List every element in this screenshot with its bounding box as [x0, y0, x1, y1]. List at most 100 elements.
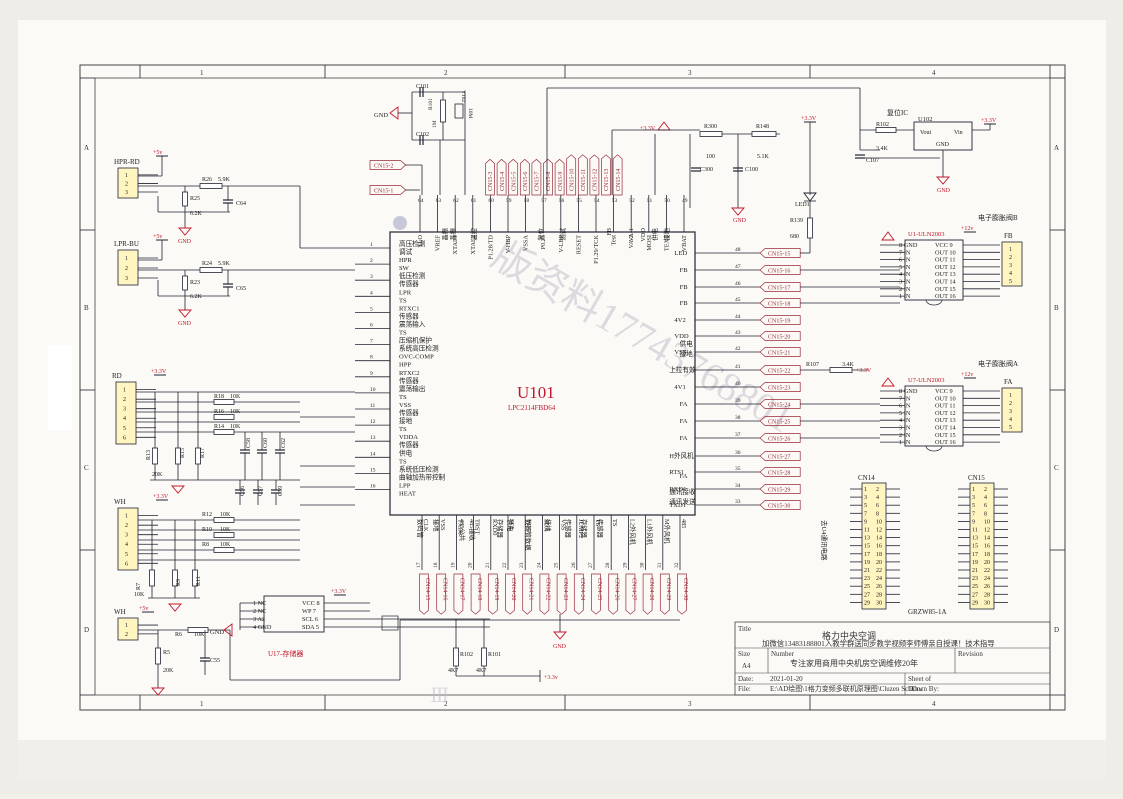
net-cn14-18	[470, 573, 481, 615]
pin-label: FB	[680, 284, 689, 291]
net-cn15-27-text: CN15-27	[768, 454, 790, 460]
pin-number: 20	[468, 562, 474, 568]
c59-label: C59	[278, 486, 284, 496]
frame-col-label: 2	[444, 69, 448, 77]
pin-number: 18	[433, 562, 439, 568]
relay-1-connector	[1001, 387, 1023, 433]
xtal-gnd-label: GND	[374, 112, 388, 119]
net-cn15-26-text: CN15-26	[768, 436, 790, 442]
pin-label-cn: 供电	[650, 227, 659, 240]
r8	[213, 547, 235, 553]
pin-label: VREF	[435, 235, 442, 252]
relay-0-vcc-label: +12v	[961, 226, 973, 232]
net-cn15-13-text: CN15-13	[604, 169, 610, 191]
cn14-pin-even: 8	[876, 511, 879, 517]
connector-4-pin: 1	[125, 623, 128, 629]
pullup-1-value: 4K7	[476, 668, 486, 674]
r1m-label: 1M	[432, 120, 438, 128]
pin-label: 系统低压检测	[399, 464, 439, 473]
cn14-pin-even: 26	[876, 584, 882, 590]
net-cn15-14	[612, 154, 623, 196]
r16-value: 10K	[230, 409, 241, 415]
net-cn15-2-text: CN15-2	[374, 163, 393, 169]
pin-number: 47	[735, 264, 741, 270]
pin-label: 接地	[399, 416, 413, 425]
r6-label: R6	[175, 632, 182, 638]
net-cn14-15-text: CN14-15	[424, 578, 430, 600]
pin-number: 57	[541, 198, 547, 204]
cn14-pin-odd: 27	[864, 592, 870, 598]
pin-label: Test	[611, 235, 618, 246]
net-cn15-22-text: CN15-22	[768, 368, 790, 374]
pin-label: FA	[680, 401, 688, 408]
net-cn15-11-text: CN15-11	[581, 169, 587, 191]
cn14-pin-even: 6	[876, 503, 879, 509]
paper-sheet	[18, 20, 1106, 780]
gnd-hpr-label: GND	[178, 239, 192, 245]
r107-value: 3.4K	[842, 362, 855, 368]
pin-label-secondary: TS	[399, 458, 407, 465]
pin-label: L1外风机	[646, 519, 655, 546]
connector-3-pin: 3	[125, 533, 128, 539]
cn15-pin-even: 8	[984, 511, 987, 517]
pin-label: 震荡输出	[399, 384, 425, 393]
r10-value: 10K	[220, 527, 231, 533]
pin-label-secondary: 传感器	[399, 279, 419, 288]
cn14-pin-odd: 5	[864, 503, 867, 509]
relay-1-right-pin: OUT 10	[935, 395, 956, 402]
net-cn15-11	[577, 154, 588, 196]
pin-label: FB	[680, 300, 689, 307]
r8-label: R8	[202, 542, 209, 548]
net-cn15-8	[543, 158, 553, 196]
reset-gnd-label: GND	[937, 188, 951, 194]
r9-label: R9	[176, 579, 182, 586]
relay-1-ic-name: U7-ULN2003	[908, 377, 944, 384]
r300-value: 100	[706, 154, 715, 160]
r23-label: R23	[190, 280, 200, 286]
r23-value: 6.2K	[190, 294, 203, 300]
relay-0-right-pin: OUT 15	[935, 286, 956, 293]
r139	[807, 217, 813, 239]
r10	[213, 532, 235, 538]
frame-row-label: C	[84, 464, 89, 472]
cn15-pin-odd: 5	[972, 503, 975, 509]
pullup-1-name: R101	[488, 652, 501, 658]
net-cn14-30	[677, 573, 687, 615]
pin-number: 7	[370, 339, 373, 345]
bottom-gnd-label: GND	[553, 644, 567, 650]
net-cn15-21	[759, 347, 801, 357]
r24	[199, 267, 223, 273]
pin-label-secondary: 通讯接收	[669, 487, 696, 496]
pin-label: VSSA	[523, 235, 530, 252]
r102	[875, 127, 897, 133]
pin-label-cn: 存储器	[580, 519, 589, 539]
net-cn14-16-text: CN14-16	[441, 578, 447, 600]
net-cn14-29	[659, 573, 670, 615]
gnd-rd	[171, 485, 185, 494]
net-cn15-28-text: CN15-28	[768, 470, 790, 476]
r15-label: R15	[180, 448, 186, 458]
frame-col-label: 4	[932, 69, 936, 77]
cn14-pin-odd: 7	[864, 511, 867, 517]
net-cn15-15-text: CN15-15	[768, 251, 790, 257]
net-cn15-24-text: CN15-24	[768, 402, 790, 408]
cn14-pin-odd: 17	[864, 552, 870, 558]
cn15-pin-odd: 11	[972, 528, 978, 534]
r13-value: 20K	[152, 472, 163, 478]
relay-1-right-pin: OUT 12	[935, 410, 956, 417]
pin-label: JUMP2	[577, 519, 584, 538]
r14-label: R14	[214, 424, 224, 430]
cn14-pin-odd: 25	[864, 584, 870, 590]
r5-label: R5	[163, 650, 170, 656]
r101-label: R101	[428, 98, 434, 110]
gnd-hpr	[178, 227, 192, 236]
pin-number: 41	[735, 364, 741, 370]
cn15-pin-odd: 13	[972, 536, 978, 542]
eeprom-body	[263, 595, 325, 633]
net-cn14-28-text: CN14-28	[648, 578, 654, 600]
cn14-body	[861, 482, 887, 610]
